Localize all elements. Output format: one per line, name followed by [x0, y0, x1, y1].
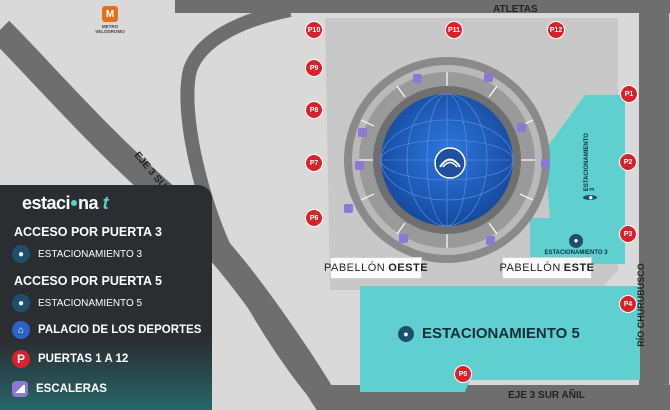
street-label-south: EJE 3 SUR AÑIL [508, 390, 585, 401]
parking-est3-small-text: ESTACIONAMIENTO 3 [544, 250, 608, 256]
street-label-north: ATLETAS [493, 4, 538, 15]
car-icon: ● [398, 325, 414, 342]
pabellon-este-prefix: PABELLÓN [499, 262, 561, 274]
pabellon-oeste-prefix: PABELLÓN [323, 262, 386, 274]
arena-icon: ⌂ [12, 321, 30, 339]
gate-p10: P10 [306, 22, 322, 38]
gate-p12: P12 [548, 22, 564, 38]
legend-heading-puerta5: ACCESO POR PUERTA 5 [14, 274, 162, 288]
gate-p2: P2 [620, 154, 636, 170]
parking-est5-label: ● ESTACIONAMIENTO 5 [398, 325, 580, 342]
stairs-markers [344, 73, 550, 245]
pabellon-este-name: ESTE [563, 262, 595, 274]
legend-glow [0, 340, 212, 410]
legend-item-est3: ● ESTACIONAMIENTO 3 [12, 245, 142, 263]
car-icon: ● [569, 233, 583, 248]
gate-p9: P9 [306, 60, 322, 76]
metro-label: METRO VELÓDROMO [95, 24, 125, 34]
metro-icon: M [102, 6, 118, 22]
parking-est5-area [360, 286, 640, 392]
legend-item-est5: ● ESTACIONAMIENTO 5 [12, 294, 142, 312]
parking-est5-text: ESTACIONAMIENTO 5 [422, 325, 580, 342]
gate-p8: P8 [306, 102, 322, 118]
car-icon: ● [583, 195, 597, 200]
legend-item-puertas: P PUERTAS 1 A 12 [12, 350, 128, 368]
gate-p6: P6 [306, 210, 322, 226]
parking-est3-vertical [545, 95, 625, 220]
metro-velodromo: M METRO VELÓDROMO [92, 6, 128, 34]
palacio-de-los-deportes [344, 57, 550, 263]
gate-p11: P11 [446, 22, 462, 38]
gate-p1: P1 [621, 86, 637, 102]
legend-heading-puerta3: ACCESO POR PUERTA 3 [14, 225, 162, 239]
parking-est3-vertical-label: ● ESTACIONAMIENTO 3 [580, 133, 600, 200]
pabellon-oeste-name: OESTE [388, 262, 429, 274]
gate-p3: P3 [620, 226, 636, 242]
legend-item-escaleras: ESCALERAS [12, 381, 107, 397]
stairs-icon [12, 381, 28, 397]
street-label-east: RÍO CHURUBUSCO [636, 263, 646, 347]
car-icon: ● [12, 245, 30, 263]
gate-p5: P5 [455, 366, 471, 382]
parking-est3-vertical-text: ESTACIONAMIENTO 3 [584, 133, 596, 192]
parking-icon: P [12, 350, 30, 368]
gate-p7: P7 [306, 155, 322, 171]
gate-p4: P4 [620, 296, 636, 312]
car-icon: ● [12, 294, 30, 312]
parking-est3-small-label: ● ESTACIONAMIENTO 3 [540, 230, 612, 256]
legend-item-palacio: ⌂ PALACIO DE LOS DEPORTES [12, 321, 201, 339]
